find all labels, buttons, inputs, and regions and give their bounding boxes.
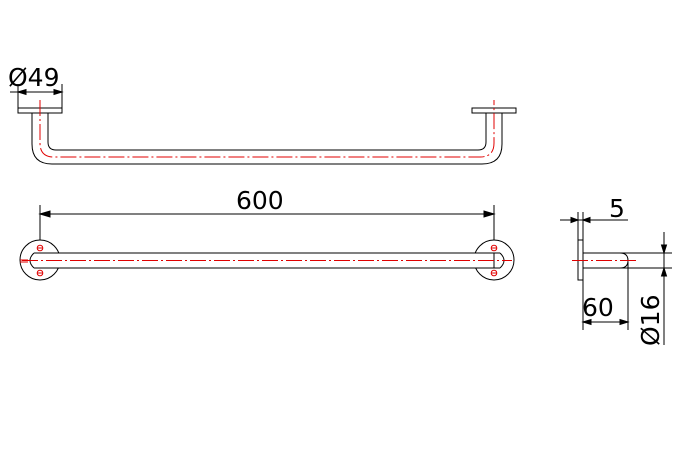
dim-60-arrow-left bbox=[581, 318, 592, 326]
dim-flange-thickness-label: 5 bbox=[609, 194, 625, 223]
dim-overall-length-label: 600 bbox=[236, 186, 284, 215]
tube-outer-edge bbox=[31, 113, 503, 165]
dim-49-arrow-left bbox=[16, 88, 27, 96]
side-view bbox=[560, 212, 672, 345]
dim-16-arrow-top bbox=[660, 244, 668, 255]
dim-600-arrow-right bbox=[483, 210, 496, 218]
tube-inner-edge bbox=[47, 113, 487, 151]
front-view bbox=[19, 205, 515, 281]
right-flange-screws bbox=[490, 244, 498, 277]
dim-flange-diameter-label: Ø49 bbox=[8, 63, 60, 92]
dim-600-arrow-left bbox=[38, 210, 51, 218]
dim-5-arrow-right bbox=[581, 216, 591, 224]
dim-tube-diameter-label: Ø16 bbox=[636, 295, 665, 347]
tube-centerline bbox=[39, 100, 495, 158]
right-flange-top bbox=[471, 107, 517, 114]
dim-49-arrow-right bbox=[53, 88, 64, 96]
top-view bbox=[10, 84, 517, 165]
left-flange-screws bbox=[20, 244, 44, 277]
dim-5-arrow-left bbox=[570, 216, 580, 224]
dim-projection-label: 60 bbox=[582, 293, 614, 322]
dim-60-arrow-right bbox=[619, 318, 630, 326]
dim-16-arrow-bottom bbox=[660, 266, 668, 277]
